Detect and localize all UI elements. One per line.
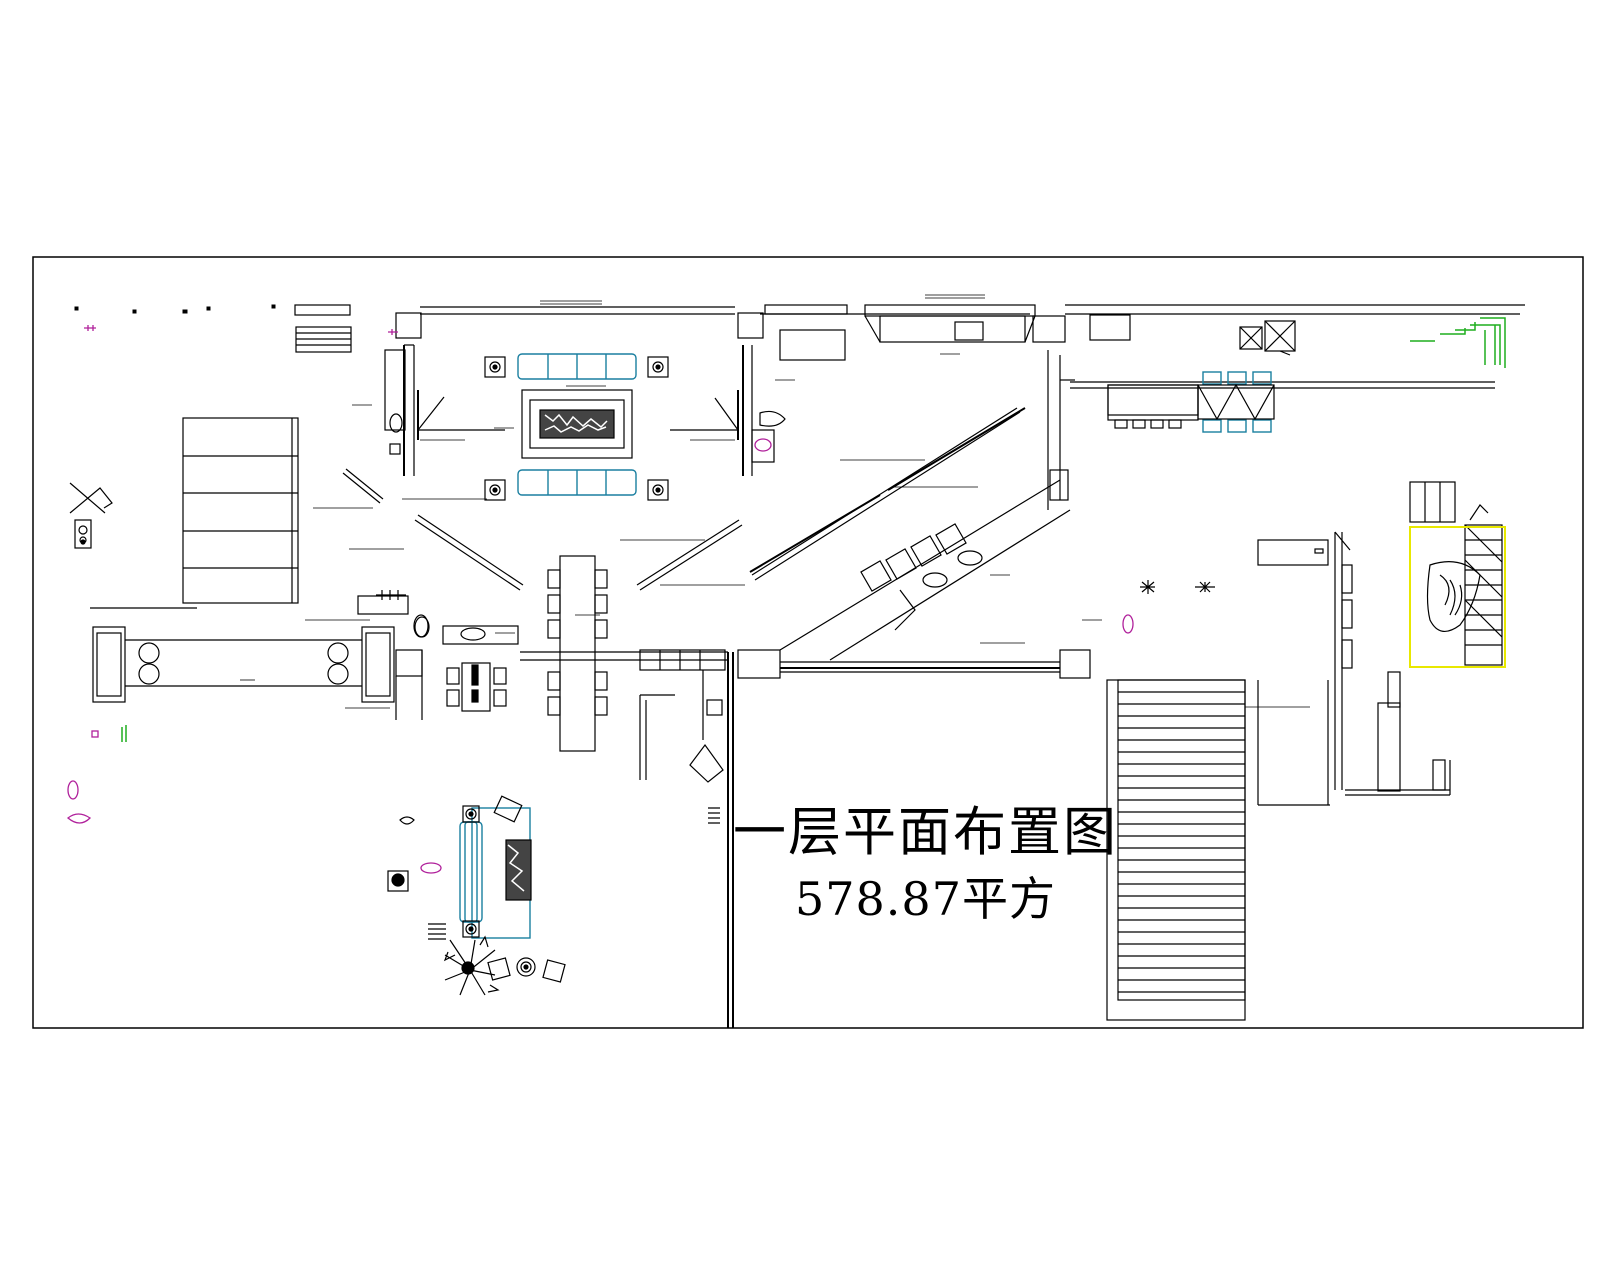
cabinet-row xyxy=(639,649,781,783)
right-dining-table xyxy=(1070,381,1495,429)
small-dining-table xyxy=(446,662,507,712)
ceiling-lamps xyxy=(1140,580,1215,594)
central-right-bathroom xyxy=(670,345,786,476)
wc-and-basin xyxy=(376,590,429,638)
middle-bottom-wall xyxy=(780,649,1091,679)
left-bathroom xyxy=(384,344,519,645)
potted-plant xyxy=(443,935,500,996)
valve-marks xyxy=(121,725,127,742)
drawing-frame xyxy=(32,256,1584,1029)
top-exterior-wall xyxy=(294,304,1525,361)
stair-curve xyxy=(1426,561,1481,632)
central-sofa-set xyxy=(517,353,637,496)
sanitary-fixtures xyxy=(66,325,1134,874)
right-dining-base xyxy=(1197,383,1275,421)
dimension-ticks xyxy=(74,304,276,314)
plant-symbol xyxy=(1410,317,1506,368)
right-wall-posts xyxy=(1257,531,1451,806)
drawing-area: 578.87平方 xyxy=(795,872,1056,926)
room-label-marks xyxy=(220,294,1310,709)
diagonal-partitions xyxy=(342,407,1026,591)
storage-boxes xyxy=(1239,320,1296,356)
left-misc-fixtures xyxy=(69,482,720,940)
main-staircase xyxy=(1106,679,1246,1021)
right-dining-chairs xyxy=(1202,371,1272,433)
highlight-zone xyxy=(1409,526,1506,668)
lounge-coffee-table xyxy=(462,795,566,983)
central-coffee-table xyxy=(521,389,633,459)
side-tables xyxy=(484,356,669,501)
long-dining-table xyxy=(520,555,728,752)
left-bench-room xyxy=(92,595,423,720)
kitchen-counter xyxy=(779,350,1075,661)
left-partitions xyxy=(90,417,299,609)
right-staircase xyxy=(1409,481,1503,666)
drawing-title: 一层平面布置图 xyxy=(733,802,1118,863)
